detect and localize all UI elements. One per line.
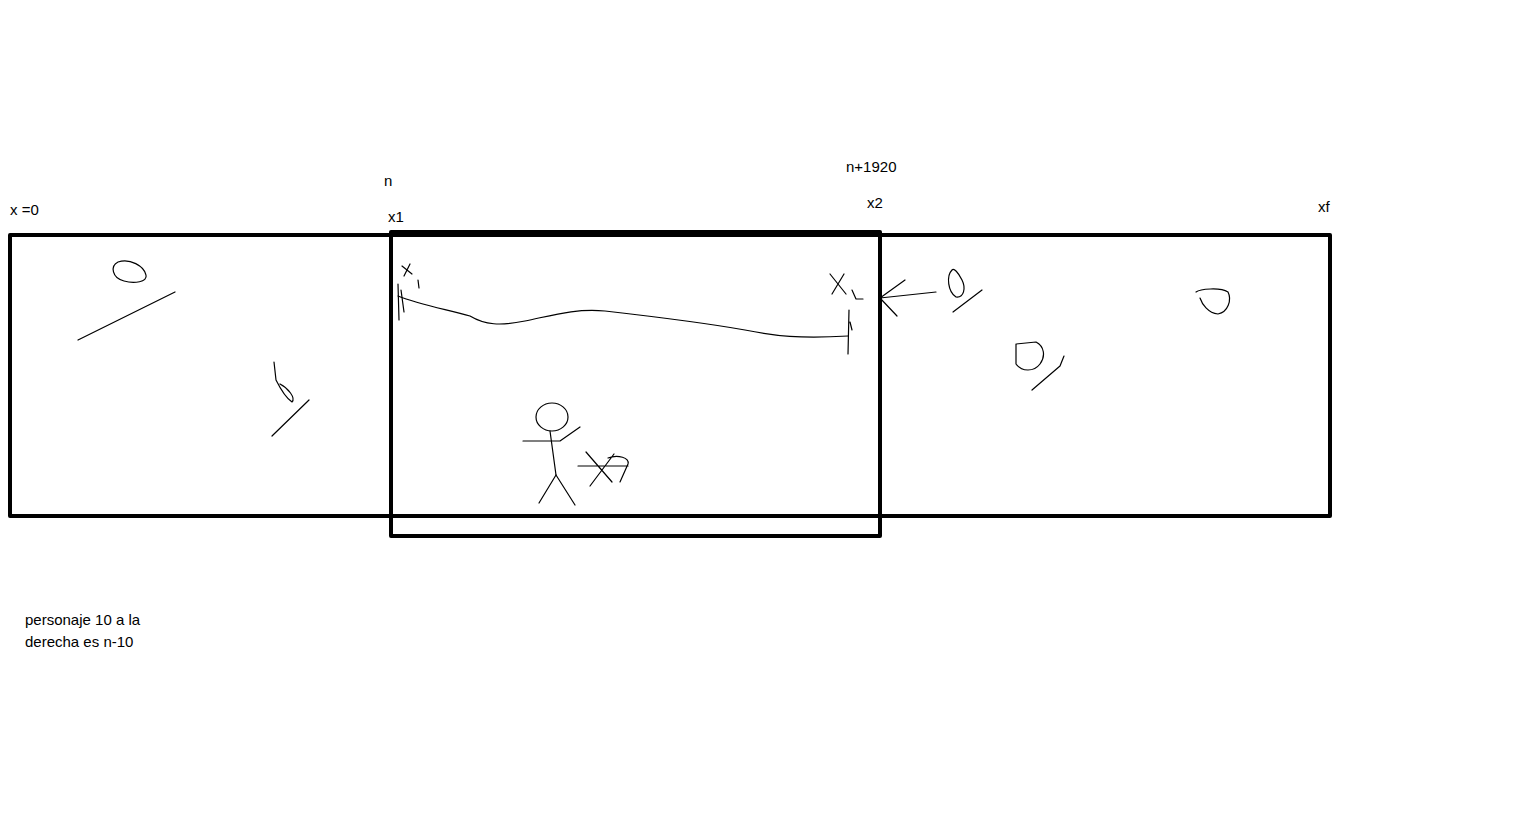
- coordinate-label: x2: [867, 194, 883, 212]
- player-head: [536, 403, 568, 431]
- player-body: [550, 431, 556, 475]
- enemy-sketch: [949, 269, 982, 312]
- enemy-sketch: [272, 362, 309, 436]
- note-text: personaje 10 a la derecha es n-10: [25, 609, 163, 653]
- enemy-weapon: [953, 290, 982, 312]
- x-mark: [402, 264, 419, 288]
- enemy-weapon: [78, 292, 175, 340]
- enemy-sketch: [78, 261, 175, 340]
- enemy-head: [1196, 289, 1230, 314]
- arrow-sketch: [880, 280, 936, 316]
- coordinate-label: xf: [1318, 198, 1330, 216]
- coordinate-label: x =0: [10, 201, 39, 219]
- x-mark: [830, 274, 863, 299]
- player-figure: [523, 403, 628, 505]
- rope-line: [398, 296, 848, 337]
- arrow: [880, 280, 936, 316]
- enemy-head: [113, 261, 146, 282]
- enemy-head: [949, 269, 964, 297]
- coordinate-label: n+1920: [846, 158, 896, 176]
- enemy-sketch: [1196, 289, 1230, 314]
- level-frame: [10, 235, 1330, 516]
- player-legs: [539, 475, 575, 505]
- coordinate-label: n: [384, 172, 392, 190]
- enemy-sketch: [1016, 342, 1064, 390]
- player-arms: [523, 427, 580, 441]
- enemy-weapon: [272, 400, 309, 436]
- enemy-head: [1016, 342, 1043, 370]
- post: [848, 310, 852, 354]
- coordinate-label: x1: [388, 208, 404, 226]
- post: [398, 284, 404, 320]
- enemy-head: [274, 362, 293, 402]
- enemy-weapon: [1032, 356, 1064, 390]
- camera-frame: [391, 232, 880, 536]
- player-weapon: [578, 452, 628, 486]
- rope-sketch: [398, 264, 863, 354]
